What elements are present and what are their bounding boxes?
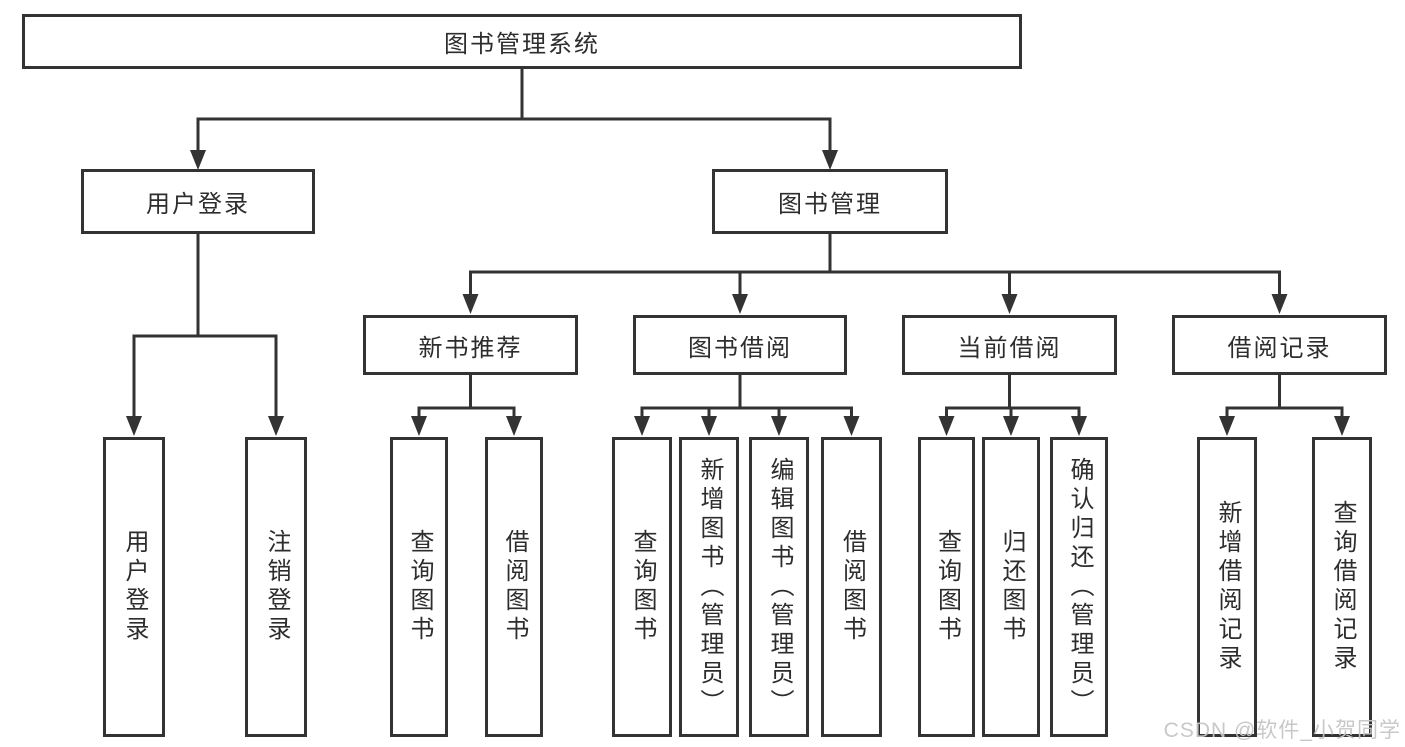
node-library-management-system: 图书管理系统 (22, 14, 1022, 69)
leaf-borrow-books-borrowing: 借阅图书 (821, 437, 882, 737)
leaf-add-borrow-record: 新增借阅记录 (1197, 437, 1257, 737)
node-label: 用户登录 (146, 191, 250, 218)
node-user-login: 用户登录 (81, 169, 315, 234)
node-current-borrowing: 当前借阅 (902, 315, 1117, 375)
leaf-label: 新增图书（管理员） (696, 456, 723, 718)
leaf-add-books-admin: 新增图书（管理员） (679, 437, 739, 737)
leaf-query-books-recommend: 查询图书 (390, 437, 448, 737)
node-label: 图书管理系统 (444, 31, 600, 58)
leaf-label: 注销登录 (263, 529, 290, 645)
leaf-label: 确认归还（管理员） (1066, 456, 1093, 718)
leaf-label: 编辑图书（管理员） (766, 456, 793, 718)
leaf-edit-books-admin: 编辑图书（管理员） (749, 437, 809, 737)
node-new-book-recommendation: 新书推荐 (363, 315, 578, 375)
leaf-label: 查询图书 (406, 529, 433, 645)
leaf-label: 用户登录 (121, 529, 148, 645)
leaf-label: 查询借阅记录 (1329, 500, 1356, 674)
leaf-label: 查询图书 (933, 529, 961, 645)
leaf-borrow-books-recommend: 借阅图书 (485, 437, 543, 737)
node-label: 图书管理 (778, 191, 882, 218)
leaf-label: 归还图书 (998, 529, 1025, 645)
leaf-label: 查询图书 (629, 529, 656, 645)
csdn-watermark: CSDN @软件_小贺同学 (1163, 719, 1401, 742)
node-label: 图书借阅 (688, 334, 792, 362)
leaf-label: 借阅图书 (838, 529, 866, 645)
leaf-logout-login: 注销登录 (245, 437, 307, 737)
node-label: 新书推荐 (418, 334, 523, 362)
node-borrowing-records: 借阅记录 (1172, 315, 1387, 375)
leaf-return-books: 归还图书 (982, 437, 1040, 737)
leaf-label: 新增借阅记录 (1214, 500, 1241, 674)
leaf-label: 借阅图书 (501, 529, 528, 645)
node-book-management: 图书管理 (712, 169, 948, 234)
leaf-user-login: 用户登录 (103, 437, 165, 737)
leaf-query-books-current: 查询图书 (918, 437, 975, 737)
node-label: 当前借阅 (957, 334, 1062, 362)
node-label: 借阅记录 (1227, 334, 1332, 362)
node-book-borrowing: 图书借阅 (633, 315, 847, 375)
leaf-query-borrow-record: 查询借阅记录 (1312, 437, 1372, 737)
leaf-confirm-return-admin: 确认归还（管理员） (1050, 437, 1108, 737)
leaf-query-books-borrowing: 查询图书 (612, 437, 672, 737)
